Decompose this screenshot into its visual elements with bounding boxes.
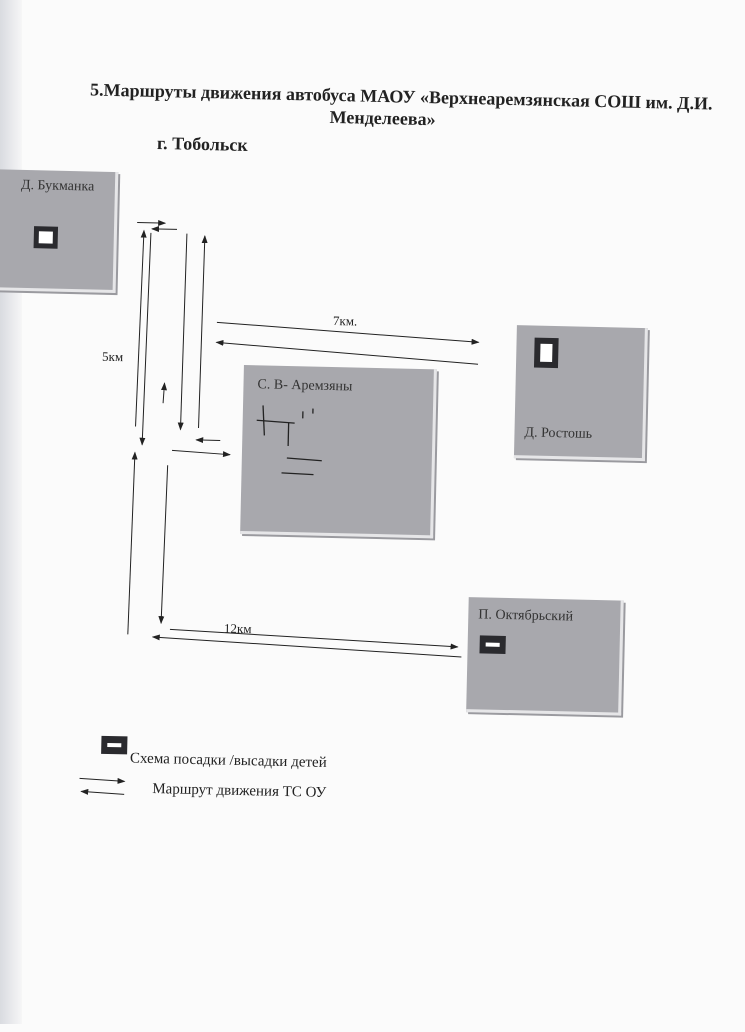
legend-route-arrows-icon (0, 0, 745, 1032)
document-page: 5.Маршруты движения автобуса МАОУ «Верхн… (0, 0, 745, 1032)
